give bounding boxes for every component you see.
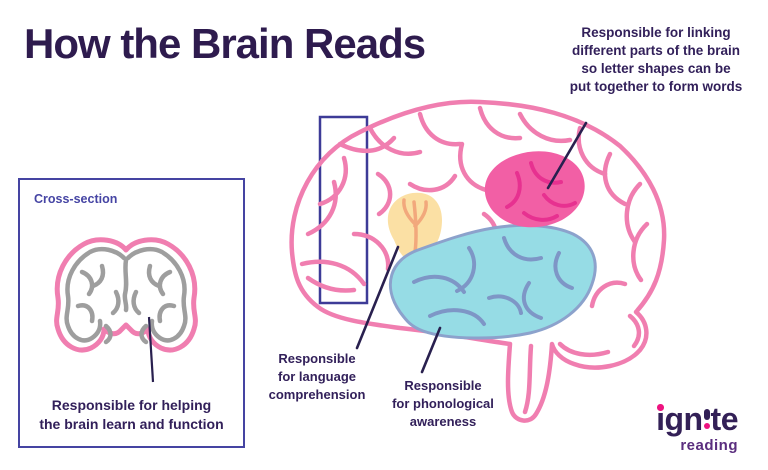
- callout-letterbox: Responsible for linking different parts …: [548, 24, 764, 96]
- callout-line: Responsible: [404, 378, 482, 393]
- logo-i-dot-icon: [657, 404, 664, 411]
- cross-section-brain: [54, 237, 198, 383]
- callout-line: different parts of the brain: [571, 43, 740, 58]
- callout-line: comprehension: [268, 387, 366, 402]
- leader-line-language: [355, 245, 400, 350]
- logo-exclamation-dot: [703, 423, 710, 430]
- logo-letters-ign: ıgn: [656, 401, 703, 437]
- brain-diagram: [289, 99, 667, 423]
- logo-exclamation-icon: [703, 398, 711, 430]
- logo-text-part1: ıgn: [656, 401, 703, 437]
- callout-line: for language: [277, 369, 356, 384]
- region-language-detail-lines: [402, 198, 428, 254]
- leader-line-phonological: [420, 326, 442, 374]
- leader-lines: [355, 121, 588, 374]
- callout-line: Responsible: [278, 351, 356, 366]
- leader-line-letterbox: [546, 121, 588, 190]
- logo-tagline: reading: [680, 437, 738, 454]
- callout-line: the brain learn and function: [39, 416, 224, 432]
- cross-section-plane-rectangle: [318, 115, 369, 305]
- callout-line: so letter shapes can be: [581, 61, 731, 76]
- callout-line: Responsible for linking: [581, 25, 731, 40]
- cross-section-panel: Cross-section Responsible for help: [18, 178, 245, 448]
- logo-exclamation-bar: [703, 409, 710, 420]
- region-letterbox-detail-lines: [505, 161, 577, 222]
- callout-phonological-awareness: Responsible for phonological awareness: [378, 377, 508, 431]
- cross-section-caption: Responsible for helping the brain learn …: [20, 396, 243, 434]
- callout-line: Responsible for helping: [51, 397, 212, 413]
- logo-text-part2: te: [710, 401, 739, 437]
- region-phonological-detail-lines: [412, 236, 574, 326]
- callout-line: awareness: [409, 414, 477, 429]
- cross-section-label: Cross-section: [34, 192, 118, 206]
- inset-brain-sulci: [64, 246, 188, 345]
- callout-line: put together to form words: [569, 79, 743, 94]
- page-title: How the Brain Reads: [24, 20, 426, 67]
- leader-line-cross-section: [147, 316, 155, 383]
- callout-language-comprehension: Responsible for language comprehension: [252, 350, 382, 404]
- callout-line: for phonological: [392, 396, 494, 411]
